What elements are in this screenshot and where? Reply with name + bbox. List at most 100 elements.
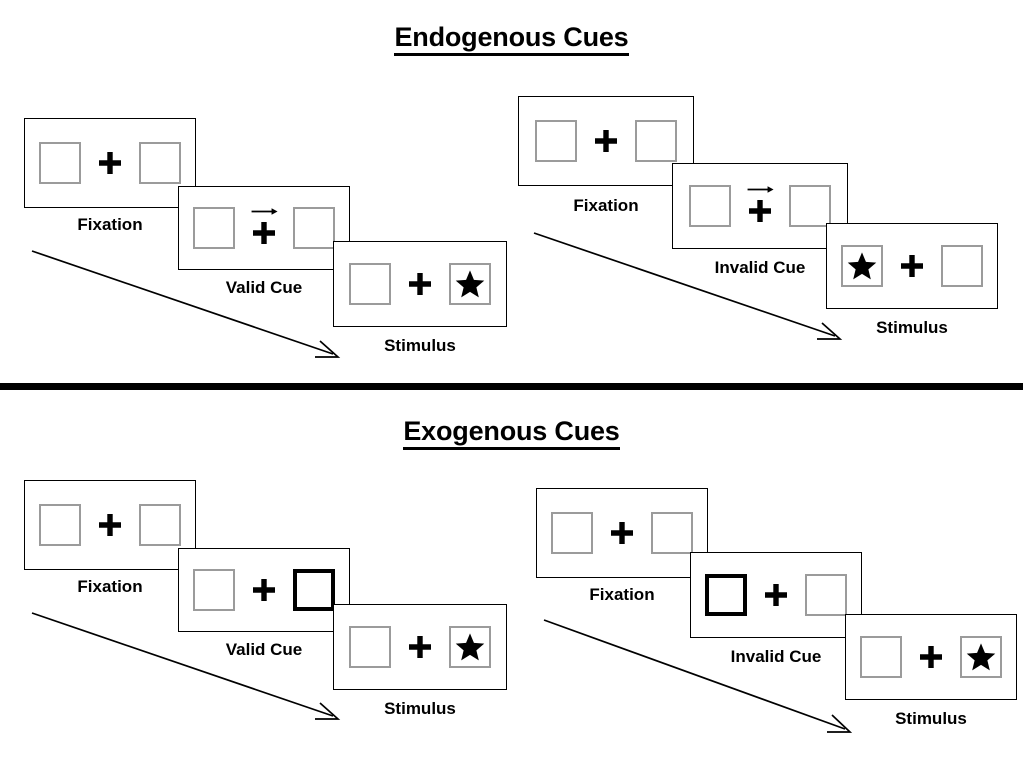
- frame-label-fixation: Fixation: [573, 196, 639, 215]
- right-box-star: [449, 626, 491, 668]
- plus-icon: [595, 130, 617, 152]
- fixation-cross-wrap: [95, 502, 125, 548]
- plus-icon: [99, 152, 121, 174]
- arrow-right-icon: [747, 186, 774, 193]
- right-box-empty: [789, 185, 831, 227]
- plus-icon: [901, 255, 923, 277]
- cue-cross-wrap: [745, 183, 775, 229]
- plus-icon: [765, 584, 787, 606]
- time-arrow-endogenous-invalid: [533, 232, 843, 340]
- plus-icon: [253, 221, 275, 244]
- star-icon: [455, 633, 485, 661]
- fixation-cross-wrap: [761, 572, 791, 618]
- frame-label-stimulus: Stimulus: [384, 699, 456, 718]
- frame-label-stimulus: Stimulus: [895, 709, 967, 728]
- frame-label-valid-cue: Valid Cue: [225, 640, 303, 659]
- frame-label-stimulus: Stimulus: [384, 336, 456, 355]
- frame-content: [691, 553, 861, 637]
- right-box-cued: [293, 569, 335, 611]
- frame-endogenous-valid-fixation[interactable]: [24, 118, 196, 208]
- fixation-cross-wrap: [916, 634, 946, 680]
- right-box-empty: [139, 142, 181, 184]
- arrow-right-icon: [251, 208, 278, 215]
- frame-label-invalid-cue: Invalid Cue: [714, 258, 806, 277]
- section-divider: [0, 383, 1023, 390]
- frame-endogenous-invalid-fixation[interactable]: [518, 96, 694, 186]
- left-box-empty: [193, 569, 235, 611]
- frame-content: [334, 242, 506, 326]
- section-title-endogenous: Endogenous Cues: [0, 22, 1023, 56]
- cue-cross-wrap: [249, 205, 279, 251]
- frame-content: [334, 605, 506, 689]
- left-box-empty: [349, 263, 391, 305]
- section-title-exogenous-text: Exogenous Cues: [403, 416, 620, 450]
- frame-exogenous-valid-stimulus[interactable]: [333, 604, 507, 690]
- right-box-star: [449, 263, 491, 305]
- star-icon: [966, 643, 996, 671]
- fixation-cross-wrap: [897, 243, 927, 289]
- section-title-endogenous-text: Endogenous Cues: [394, 22, 629, 56]
- section-exogenous: Exogenous Cues Fixation: [0, 392, 1023, 767]
- frame-endogenous-invalid-cue[interactable]: [672, 163, 848, 249]
- fixation-cross-wrap: [405, 624, 435, 670]
- frame-exogenous-valid-cue[interactable]: [178, 548, 350, 632]
- frame-content: [25, 119, 195, 207]
- frame-content: [537, 489, 707, 577]
- left-box-empty: [193, 207, 235, 249]
- plus-icon: [409, 273, 431, 295]
- right-box-star: [960, 636, 1002, 678]
- fixation-cross-wrap: [607, 510, 637, 556]
- section-title-exogenous: Exogenous Cues: [0, 416, 1023, 450]
- frame-exogenous-invalid-stimulus[interactable]: [845, 614, 1017, 700]
- right-box-empty: [635, 120, 677, 162]
- frame-endogenous-valid-stimulus[interactable]: [333, 241, 507, 327]
- left-box-empty: [39, 142, 81, 184]
- right-box-empty: [139, 504, 181, 546]
- frame-endogenous-valid-cue[interactable]: [178, 186, 350, 270]
- plus-icon: [920, 646, 942, 668]
- left-box-empty: [349, 626, 391, 668]
- plus-icon: [99, 514, 121, 536]
- fixation-cross-wrap: [95, 140, 125, 186]
- star-icon: [847, 252, 877, 280]
- plus-icon: [253, 579, 275, 601]
- left-box-empty: [551, 512, 593, 554]
- frame-content: [519, 97, 693, 185]
- frame-content: [673, 164, 847, 248]
- time-arrow-endogenous-valid: [31, 250, 341, 358]
- right-box-empty: [805, 574, 847, 616]
- frame-label-fixation: Fixation: [77, 577, 143, 596]
- fixation-cross-wrap: [249, 567, 279, 613]
- time-arrow-exogenous-valid: [31, 612, 341, 720]
- frame-exogenous-valid-fixation[interactable]: [24, 480, 196, 570]
- frame-label-stimulus: Stimulus: [876, 318, 948, 337]
- left-box-star: [841, 245, 883, 287]
- right-box-empty: [941, 245, 983, 287]
- plus-icon: [749, 199, 771, 222]
- left-box-empty: [535, 120, 577, 162]
- fixation-cross-wrap: [591, 118, 621, 164]
- left-box-empty: [39, 504, 81, 546]
- frame-label-valid-cue: Valid Cue: [225, 278, 303, 297]
- frame-exogenous-invalid-fixation[interactable]: [536, 488, 708, 578]
- left-box-empty: [860, 636, 902, 678]
- left-box-empty: [689, 185, 731, 227]
- frame-content: [827, 224, 997, 308]
- frame-content: [846, 615, 1016, 699]
- frame-label-invalid-cue: Invalid Cue: [730, 647, 822, 666]
- frame-endogenous-invalid-stimulus[interactable]: [826, 223, 998, 309]
- frame-content: [179, 549, 349, 631]
- frame-exogenous-invalid-cue[interactable]: [690, 552, 862, 638]
- plus-icon: [409, 636, 431, 658]
- frame-label-fixation: Fixation: [589, 585, 655, 604]
- frame-content: [25, 481, 195, 569]
- right-box-empty: [651, 512, 693, 554]
- left-box-cued: [705, 574, 747, 616]
- time-arrow-exogenous-invalid: [543, 619, 853, 733]
- section-endogenous: Endogenous Cues Fixation: [0, 0, 1023, 380]
- frame-label-fixation: Fixation: [77, 215, 143, 234]
- plus-icon: [611, 522, 633, 544]
- star-icon: [455, 270, 485, 298]
- frame-content: [179, 187, 349, 269]
- right-box-empty: [293, 207, 335, 249]
